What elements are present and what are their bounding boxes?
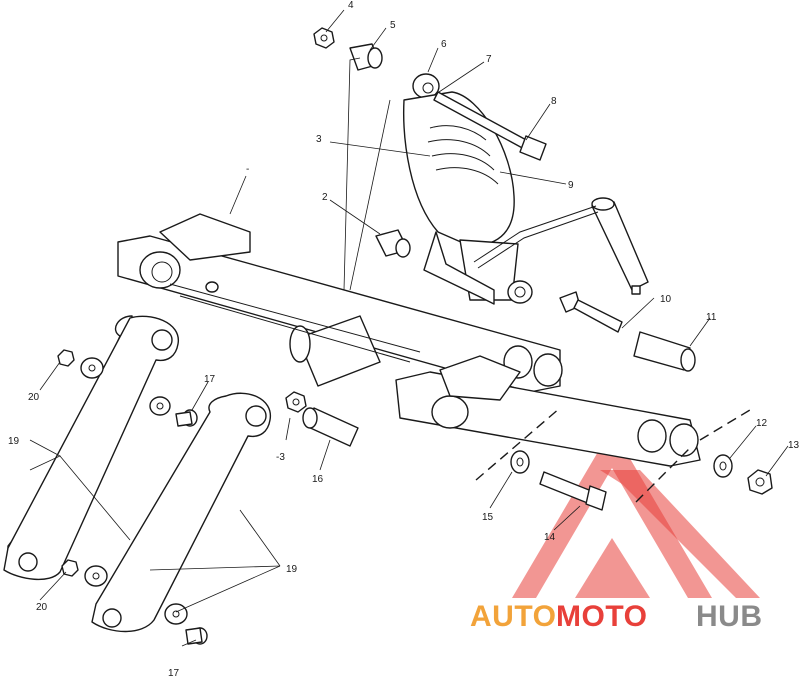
callout-19-right: 19	[286, 564, 298, 575]
bolt-8	[433, 91, 547, 161]
washer-15	[510, 450, 530, 474]
callout-17-upper: 17	[204, 374, 216, 385]
link-19-upper	[3, 315, 179, 581]
callout-20-lower: 20	[36, 602, 48, 613]
bushing-11	[633, 331, 696, 372]
reservoir-canister	[473, 197, 649, 295]
nut-20-upper	[57, 349, 75, 367]
callout-6: 6	[441, 39, 447, 50]
washer-12	[713, 454, 733, 478]
bushing-5	[349, 43, 383, 71]
washer-lower	[84, 565, 108, 587]
watermark-logo-icon	[512, 428, 760, 598]
sleeve-16	[302, 407, 359, 447]
watermark-hub: HUB	[696, 600, 763, 633]
callout-12: 12	[756, 418, 768, 429]
callout-2: 2	[322, 192, 328, 203]
link-19-lower	[91, 392, 271, 633]
callout-9: 9	[568, 180, 574, 191]
nut-13	[747, 469, 773, 495]
callout-13: 13	[788, 440, 800, 451]
callout-10: 10	[660, 294, 672, 305]
nut-4	[313, 27, 335, 49]
bolt-14	[539, 471, 607, 511]
callout-15: 15	[482, 512, 494, 523]
bolt-10	[559, 291, 623, 333]
callout-8: 8	[551, 96, 557, 107]
shock-absorber	[403, 73, 533, 305]
swing-arm-frame	[117, 213, 701, 467]
bushing-2	[375, 229, 411, 258]
bolt-17-upper	[175, 409, 198, 427]
callout-7: 7	[486, 54, 492, 65]
callout-17-lower: 17	[168, 668, 180, 679]
callout-1: -	[246, 164, 249, 175]
callout-4: 4	[348, 0, 354, 11]
callout-5: 5	[390, 20, 396, 31]
watermark-auto: AUTO	[470, 600, 556, 633]
leader-lines	[29, 9, 789, 647]
washer-mid	[80, 357, 104, 379]
callout-14: 14	[544, 532, 556, 543]
washer-upper	[149, 396, 171, 416]
callout-3: 3	[316, 134, 322, 145]
callout-labels: 4 5 6 7 8 3 9 - 2 10 11 17 20 19 -3 16 1…	[8, 0, 800, 679]
bolt-17-lower	[185, 627, 208, 645]
callout-11: 11	[706, 312, 717, 323]
watermark-moto: MOTO	[556, 600, 647, 633]
callout-3-lower: -3	[276, 452, 285, 463]
callout-20-upper: 20	[28, 392, 40, 403]
watermark-text: AUTO MOTO HUB	[470, 600, 763, 633]
callout-16: 16	[312, 474, 324, 485]
nut-3b	[285, 391, 307, 413]
callout-19-left: 19	[8, 436, 20, 447]
washer-bottom	[164, 603, 188, 625]
